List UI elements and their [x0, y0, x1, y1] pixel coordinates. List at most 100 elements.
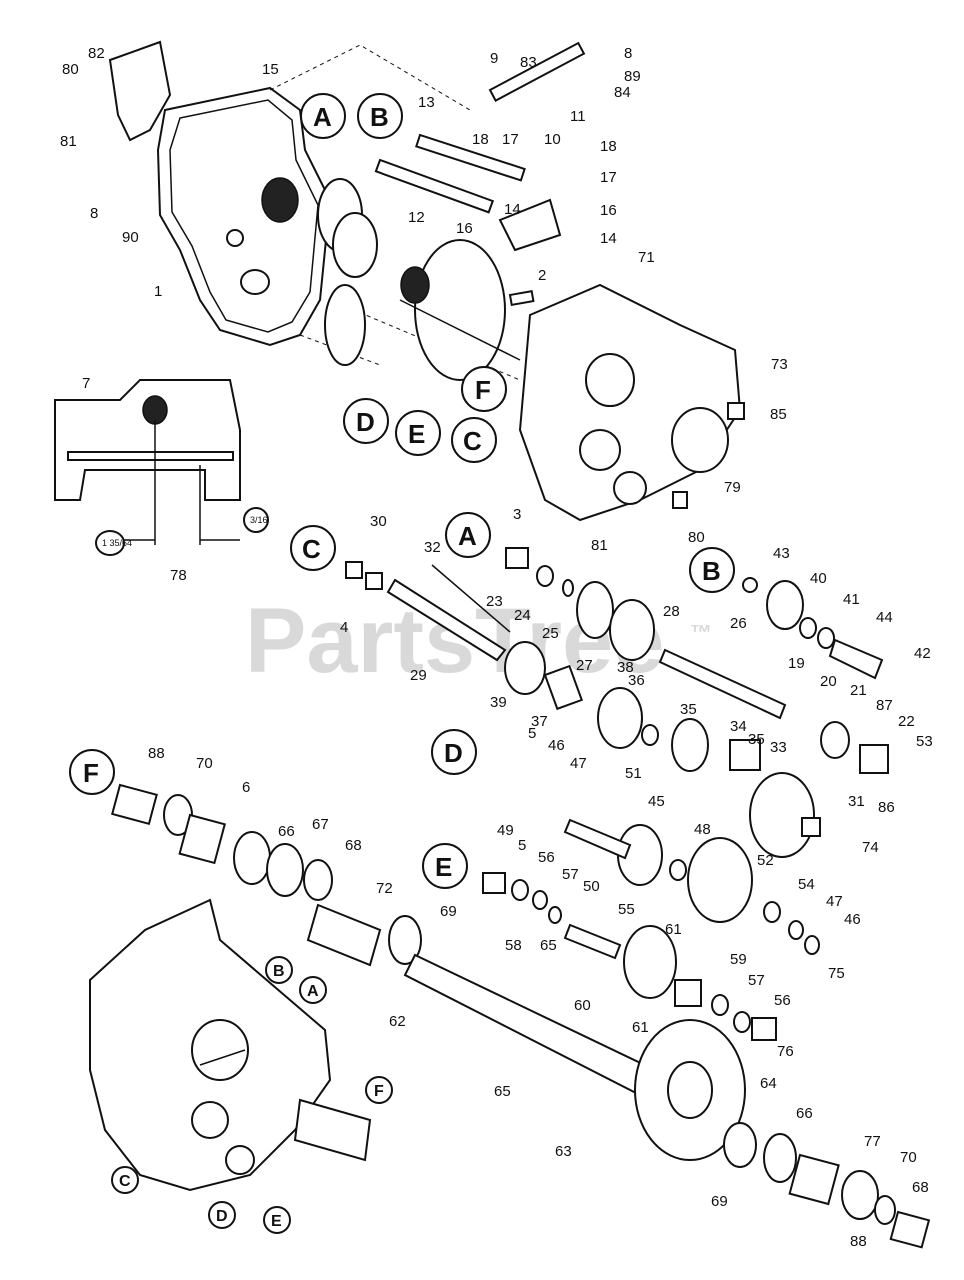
part-number: 62: [389, 1013, 406, 1030]
part-number: 57: [562, 866, 579, 883]
part-number: 23: [486, 593, 503, 610]
part-number: 47: [570, 755, 587, 772]
callout-label: B: [370, 102, 389, 132]
part-number: 26: [730, 615, 747, 632]
middle-shaft-assembly: [345, 547, 889, 858]
part-number: 68: [912, 1179, 929, 1196]
part-number: 20: [820, 673, 837, 690]
callout-label: D: [356, 407, 375, 437]
part-number: 49: [497, 822, 514, 839]
part-number: 11: [570, 108, 586, 125]
callout-a-bottom: A: [299, 976, 327, 1004]
part-number: 55: [618, 901, 635, 918]
part-number: 58: [505, 937, 522, 954]
part-number: 32: [424, 539, 441, 556]
part-number: 10: [544, 131, 561, 148]
part-number: 35: [680, 701, 697, 718]
part-number: 8: [90, 205, 98, 222]
part-number: 56: [538, 849, 555, 866]
part-number: 31: [848, 793, 865, 810]
part-number: 47: [826, 893, 843, 910]
part-number: 45: [648, 793, 665, 810]
callout-label: A: [458, 521, 477, 551]
part-number: 61: [665, 921, 682, 938]
part-number: 37: [531, 713, 548, 730]
callout-c-top: C: [451, 417, 497, 463]
part-number: 57: [748, 972, 765, 989]
callout-label: E: [435, 852, 452, 882]
part-number: 87: [876, 697, 893, 714]
assembled-transmission: [89, 898, 372, 1192]
part-number: 70: [900, 1149, 917, 1166]
part-number: 50: [583, 878, 600, 895]
part-number: 82: [88, 45, 105, 62]
part-number: 51: [625, 765, 642, 782]
part-number: 4: [340, 619, 348, 636]
part-number: 66: [278, 823, 295, 840]
callout-d-mid: D: [431, 729, 477, 775]
part-number: 42: [914, 645, 931, 662]
callout-label: A: [307, 983, 319, 1000]
part-number: 65: [494, 1083, 511, 1100]
part-number: 90: [122, 229, 139, 246]
callout-label: C: [302, 534, 321, 564]
part-number: 29: [410, 667, 427, 684]
part-number: 76: [777, 1043, 794, 1060]
callout-c-bottom: C: [111, 1166, 139, 1194]
part-number: 12: [408, 209, 425, 226]
part-number: 77: [864, 1133, 881, 1150]
part-number: 78: [170, 567, 187, 584]
callout-a-top: A: [300, 93, 346, 139]
part-number: 6: [242, 779, 250, 796]
part-number: 33: [770, 739, 787, 756]
callout-f-left: F: [69, 749, 115, 795]
part-number: 70: [196, 755, 213, 772]
part-number-labels: 82 80 15 81 8 90 1 9 83 8 89 84 11 13 18…: [60, 45, 933, 1250]
dim-left-label: 1 35/64: [102, 538, 132, 548]
part-number: 25: [542, 625, 559, 642]
part-number: 67: [312, 816, 329, 833]
callout-label: F: [83, 758, 99, 788]
part-number: 89: [624, 68, 641, 85]
part-number: 21: [850, 682, 867, 699]
callout-label: A: [313, 102, 332, 132]
lower-left-stack: [111, 783, 422, 967]
callout-a-mid: A: [445, 512, 491, 558]
part-number: 19: [788, 655, 805, 672]
part-number: 74: [862, 839, 879, 856]
callout-label: F: [475, 375, 491, 405]
e-group-parts: [482, 818, 820, 1041]
part-number: 73: [771, 356, 788, 373]
part-number: 69: [440, 903, 457, 920]
part-number: 14: [600, 230, 617, 247]
callout-b-bottom: B: [265, 956, 293, 984]
part-number: 18: [472, 131, 489, 148]
callout-b-top: B: [357, 93, 403, 139]
part-number: 60: [574, 997, 591, 1014]
part-number: 53: [916, 733, 933, 750]
part-number: 65: [540, 937, 557, 954]
inset-detail: 1 35/64 3/16: [54, 379, 269, 556]
part-number: 84: [614, 84, 631, 101]
part-number: 1: [154, 283, 162, 300]
part-number: 56: [774, 992, 791, 1009]
part-number: 3: [513, 506, 521, 523]
part-number: 85: [770, 406, 787, 423]
part-number: 75: [828, 965, 845, 982]
callout-f-top: F: [461, 366, 507, 412]
part-number: 17: [502, 131, 519, 148]
part-number: 15: [262, 61, 279, 78]
callout-b-mid: B: [689, 547, 735, 593]
part-number: 54: [798, 876, 815, 893]
callout-e-bottom: E: [263, 1206, 291, 1234]
part-number: 64: [760, 1075, 777, 1092]
callout-d-top: D: [343, 398, 389, 444]
part-number: 5: [518, 837, 526, 854]
part-number: 81: [60, 133, 77, 150]
part-number: 72: [376, 880, 393, 897]
part-number: 16: [456, 220, 473, 237]
part-number: 35: [748, 731, 765, 748]
part-number: 24: [514, 607, 531, 624]
callout-label: B: [273, 963, 285, 980]
